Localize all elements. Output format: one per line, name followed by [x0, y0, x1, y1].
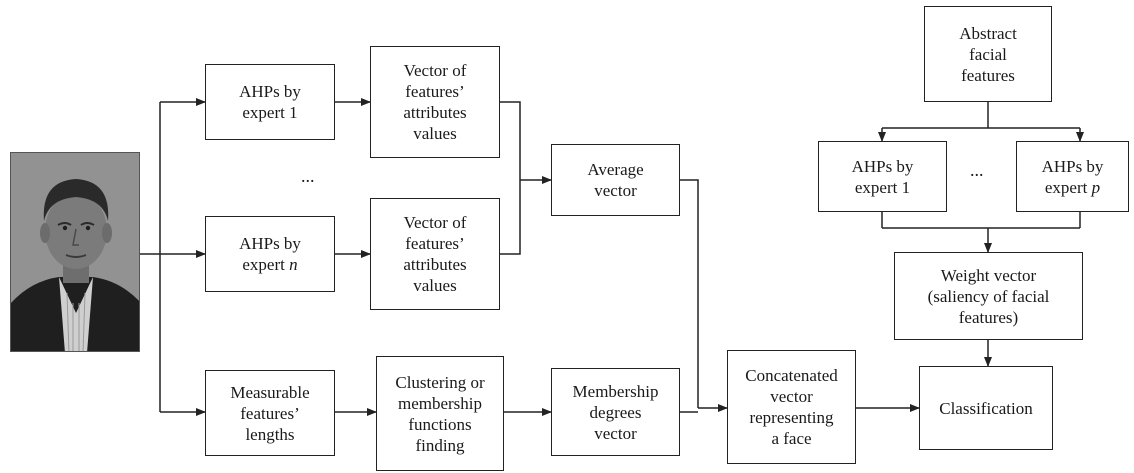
- vector-top-to-join-line: [500, 101, 521, 180]
- ahp-expert-1-right-label: AHPs by expert 1: [851, 156, 914, 197]
- abstract-features-label: Abstract facial features: [959, 23, 1017, 85]
- ahp-expert-1-box: AHPs by expert 1: [205, 64, 335, 140]
- ahp-expert-p-box: AHPs by expert p: [1016, 141, 1129, 212]
- weight-vector-box: Weight vector (saliency of facial featur…: [894, 252, 1083, 340]
- ahp-expert-n-box: AHPs by expert n: [205, 216, 335, 292]
- classification-label: Classification: [939, 398, 1033, 418]
- ellipsis-right: ...: [970, 160, 984, 180]
- ellipsis-left: ...: [301, 166, 315, 186]
- vector-attributes-top-box: Vector of features’ attributes values: [370, 46, 500, 158]
- average-to-concat-line: [680, 179, 699, 408]
- ahp-expert-p-label: AHPs by expert: [1041, 156, 1104, 197]
- expert-n-variable: n: [289, 255, 298, 274]
- ahp-expert-1-right-box: AHPs by expert 1: [818, 141, 947, 212]
- concatenated-vector-label: Concatenated vector representing a face: [745, 366, 838, 448]
- vector-attributes-bottom-box: Vector of features’ attributes values: [370, 198, 500, 310]
- weight-vector-label: Weight vector (saliency of facial featur…: [927, 265, 1050, 327]
- classification-box: Classification: [919, 366, 1053, 450]
- abstract-features-box: Abstract facial features: [924, 6, 1052, 102]
- vector-attributes-top-label: Vector of features’ attributes values: [403, 61, 467, 143]
- average-vector-box: Average vector: [551, 144, 680, 216]
- average-vector-label: Average vector: [587, 160, 644, 200]
- expert-p-variable: p: [1091, 177, 1101, 197]
- concatenated-vector-box: Concatenated vector representing a face: [727, 350, 856, 464]
- clustering-box: Clustering or membership functions findi…: [376, 356, 504, 471]
- vector-attributes-bottom-label: Vector of features’ attributes values: [403, 213, 467, 295]
- membership-vector-box: Membership degrees vector: [551, 368, 680, 456]
- ahp-expert-n-label: AHPs by expert: [239, 234, 301, 274]
- measurable-lengths-label: Measurable features’ lengths: [230, 382, 310, 444]
- measurable-lengths-box: Measurable features’ lengths: [205, 370, 335, 456]
- membership-vector-label: Membership degrees vector: [572, 381, 659, 443]
- ahp-expert-1-label: AHPs by expert 1: [239, 82, 301, 122]
- vector-bottom-to-join-line: [500, 180, 521, 255]
- face-photo: [10, 152, 140, 352]
- clustering-label: Clustering or membership functions findi…: [395, 372, 485, 455]
